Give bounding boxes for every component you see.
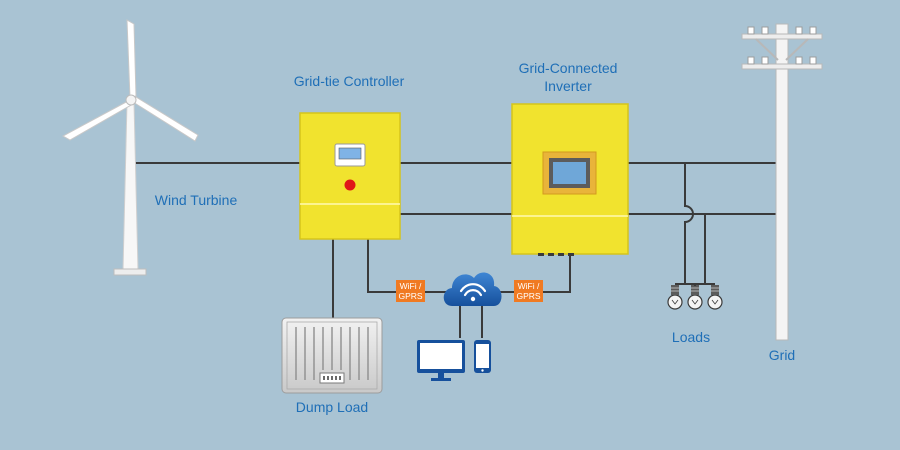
wifi-tag-left-line2: GPRS [398,291,422,301]
inverter-ports [538,253,574,256]
wiring [131,162,782,338]
wifi-cloud-icon [443,272,502,306]
wifi-gprs-tag-left: WiFi / GPRS [396,280,425,302]
light-bulb-icon [687,285,703,310]
light-bulb-icon [667,285,683,310]
inverter-label-line1: Grid-Connected [519,60,618,76]
loads-label: Loads [672,329,710,345]
wire-comm-inverter [543,254,571,293]
desktop-monitor-icon [417,340,465,381]
dump-load-label: Dump Load [296,399,368,415]
wifi-tag-right-line1: WiFi / [518,281,540,291]
loads-bulbs [667,284,723,310]
controller-display [334,143,366,167]
wind-turbine-label: Wind Turbine [155,192,238,208]
wire-load-drop-1 [684,163,694,284]
wifi-tag-right-line2: GPRS [516,291,540,301]
grid-label: Grid [769,347,795,363]
light-bulb-icon [707,285,723,310]
dump-load-cabinet [281,317,383,394]
wire-comm-controller [367,239,396,293]
inverter-label-line2: Inverter [544,78,592,94]
smartphone-icon [474,340,491,373]
wind-turbine-icon [61,19,199,276]
wifi-gprs-tag-right: WiFi / GPRS [514,280,543,302]
utility-pole-icon [741,23,823,341]
status-indicator [344,179,356,191]
grid-connected-inverter [511,103,629,256]
wifi-tag-left-line1: WiFi / [400,281,422,291]
inverter-display [542,151,597,195]
grid-tie-controller [299,112,401,240]
controller-label: Grid-tie Controller [294,73,405,89]
